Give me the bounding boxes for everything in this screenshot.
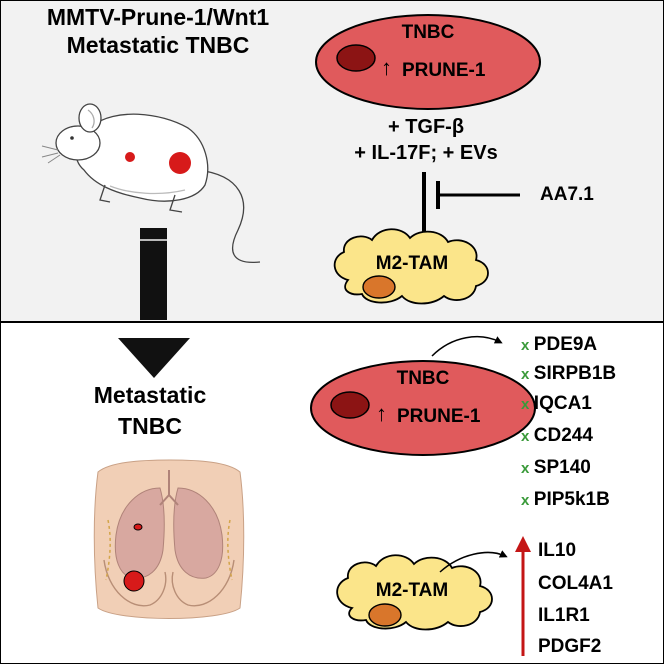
m2-tam-label-bottom: M2-TAM: [375, 580, 449, 601]
mouse-hind-leg: [169, 194, 183, 213]
up-arrow-head: [515, 536, 531, 552]
tnbc-title-bottom: TNBC: [396, 368, 450, 389]
mouse-ear-inner: [87, 109, 95, 129]
lung-metastasis: [133, 523, 143, 531]
prune1-marker-bottom: PRUNE-1: [397, 406, 481, 427]
down-mark-icon: x: [521, 428, 530, 445]
big-arrow-shaft: [140, 228, 167, 320]
m2-tam-nucleus-top: [362, 275, 396, 299]
mouse-whiskers: [41, 145, 61, 164]
mouse-tumor-large: [169, 152, 191, 174]
down-mark-icon: x: [521, 396, 530, 413]
down-mark-icon: x: [521, 366, 530, 383]
down-mark-icon: x: [521, 492, 530, 509]
m2-tam-nucleus-bottom: [368, 603, 402, 627]
down-gene-item: x PDE9A: [521, 335, 597, 354]
down-gene-label: PIP5k1B: [533, 489, 610, 510]
right-breast: [171, 559, 235, 607]
stimuli-line2: + IL-17F; + EVs: [354, 142, 498, 164]
breast-tumor: [123, 570, 145, 592]
bottom-title-line2: TNBC: [118, 413, 182, 439]
down-gene-label: SIRPB1B: [533, 363, 617, 384]
up-gene-label: IL10: [538, 540, 577, 561]
mouse-eye: [70, 136, 74, 140]
tnbc-cell-bottom: [310, 360, 536, 456]
lymph-right: [227, 519, 233, 581]
mouse-belly-shade: [109, 185, 186, 195]
left-breast: [103, 559, 167, 607]
mouse-tail: [197, 169, 261, 264]
torso-illustration: [93, 459, 245, 619]
down-gene-item: x IQCA1: [521, 394, 592, 413]
tnbc-nucleus-top: [336, 44, 376, 72]
right-lung: [173, 487, 224, 579]
down-gene-label: IQCA1: [533, 393, 592, 414]
inhibitor-label: AA7.1: [540, 184, 594, 205]
tnbc-title-top: TNBC: [401, 22, 455, 43]
down-mark-icon: x: [521, 460, 530, 477]
mouse-ear: [78, 103, 102, 133]
stimuli-line1: + TGF-β: [387, 116, 465, 138]
curved-arrow-up-genes: [439, 550, 508, 573]
m2-tam-label-top: M2-TAM: [375, 253, 449, 274]
down-gene-item: x SP140: [521, 458, 591, 477]
big-arrow-head: [118, 338, 190, 378]
down-gene-item: x PIP5k1B: [521, 490, 610, 509]
prune1-marker-top: PRUNE-1: [402, 60, 486, 81]
tnbc-nucleus-bottom: [330, 391, 370, 419]
curved-arrow-down-genes: [431, 335, 503, 357]
mouse-head: [55, 125, 101, 161]
up-arrow-icon: ↑: [381, 55, 392, 80]
up-gene-label: PDGF2: [538, 636, 602, 657]
top-title-line2: Metastatic TNBC: [66, 32, 250, 58]
down-gene-item: x SIRPB1B: [521, 364, 616, 383]
down-gene-label: SP140: [533, 457, 591, 478]
top-title-line1: MMTV-Prune-1/Wnt1: [46, 4, 270, 30]
mouse-body: [75, 113, 209, 202]
down-gene-item: x CD244: [521, 426, 593, 445]
lymph-left: [105, 519, 111, 581]
tnbc-cell-top: [315, 14, 541, 110]
trachea: [159, 470, 179, 506]
mouse-front-leg: [99, 184, 111, 203]
down-gene-label: PDE9A: [533, 334, 598, 355]
up-arrow-icon-bottom: ↑: [376, 401, 387, 426]
bottom-title-line1: Metastatic: [93, 382, 207, 408]
down-mark-icon: x: [521, 337, 530, 354]
down-gene-label: CD244: [533, 425, 593, 446]
up-gene-label: IL1R1: [538, 605, 590, 626]
up-gene-label: COL4A1: [538, 573, 613, 594]
mouse-illustration: [41, 103, 261, 264]
mouse-tumor-small: [125, 152, 135, 162]
